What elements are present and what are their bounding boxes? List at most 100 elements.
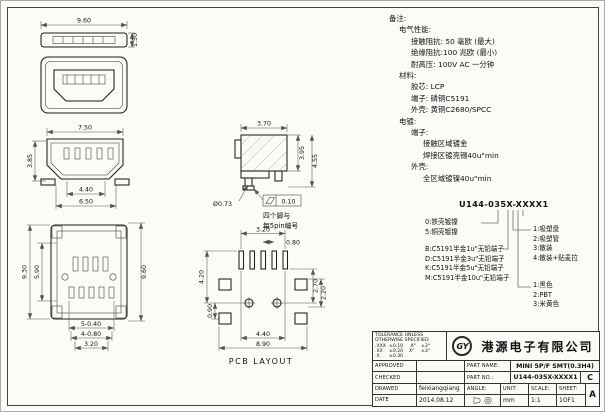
note-line: 外壳: 黄铜C2680/SPCC <box>411 105 492 115</box>
tolerance-title: OTHERWISE SPECIFIED <box>375 338 429 344</box>
note-line: 电气性能: <box>399 25 432 35</box>
top-strip-outline <box>40 32 128 48</box>
dim-label: 4-0.80 <box>81 331 101 338</box>
dim-label: 0.90 <box>207 304 214 318</box>
note-line: 全区域镀镍40u"min <box>423 173 492 183</box>
tree-option: 3:米黄色 <box>533 300 560 309</box>
revision-letter-bottom: A <box>585 382 599 406</box>
dimension-right-inner: 3.95 <box>288 134 306 172</box>
note-line: 端子: 磷铜C5191 <box>411 93 470 103</box>
tol-value: ±3° <box>421 343 431 349</box>
dimension-width: 9.60 <box>40 18 128 29</box>
dimension-left-inner: 0.90 <box>207 302 219 320</box>
sheet-label: SHEET: <box>559 385 578 392</box>
dimension-top-span: 3.20 <box>240 227 286 249</box>
tolerance-title: TOLERANCE UNLESS <box>375 333 424 338</box>
dimension-span: 3.20 <box>74 341 109 351</box>
dim-label: 3.20 <box>256 227 270 234</box>
tree-option: 2:PBT <box>533 290 552 299</box>
packing-options: 1:吸塑盘 2:吸塑管 3:散装 4:散装+贴麦拉 <box>533 225 578 263</box>
dimension-bottom-inner: 4.40 <box>66 181 106 197</box>
part-name-label: PART NAME: <box>465 361 511 372</box>
company-name: 港源电子有限公司 <box>481 339 594 354</box>
dim-label: 2.20 <box>321 286 328 300</box>
tree-option: 1:吸塑盘 <box>533 225 560 233</box>
sheet-value: 1OF1 <box>559 396 575 404</box>
approved-label: APPROVED <box>373 361 417 372</box>
dim-label: 6.50 <box>79 199 93 206</box>
tol-label: .XXX <box>375 343 386 349</box>
tol-value: ±3° <box>421 349 431 355</box>
tree-option: 0:铁壳镀镍 <box>425 218 458 226</box>
dimension-pins: 5-0.40 <box>68 301 115 331</box>
part-number-tree: U144-035X-XXXX1 0:铁壳镀镍 5:铜壳镀镍 B:C5191半金1… <box>425 199 597 329</box>
tol-label: X° <box>409 349 415 355</box>
dim-label: 4.20 <box>199 270 206 284</box>
note-line: 接触阻抗: 50 毫欧 (最大) <box>411 36 495 46</box>
sheet-frame <box>7 7 599 406</box>
tol-value: ±0.10 <box>389 343 404 349</box>
dim-label: 9.60 <box>141 265 148 279</box>
dim-label: 9.60 <box>77 18 91 25</box>
front-face-outline <box>40 56 128 114</box>
connector-bottom-view: 9.30 5.90 9.60 5-0.40 4-0.80 3.20 <box>22 222 148 351</box>
dim-label: 3.70 <box>257 121 271 128</box>
dim-label: 3.20 <box>84 341 98 348</box>
dim-label: 5-0.40 <box>81 321 101 328</box>
tree-option: 3:散装 <box>533 244 553 253</box>
front-outline <box>40 138 130 186</box>
dimension-right-lower: 2.20 <box>308 278 328 308</box>
dim-label: 1.50 <box>132 33 139 47</box>
approved-value <box>417 361 465 372</box>
dim-label: 3.85 <box>27 154 34 168</box>
tolerance-box: TOLERANCE UNLESS OTHERWISE SPECIFIED .XX… <box>373 332 447 360</box>
note-line: 备注: <box>389 14 407 23</box>
tree-option: 2:吸塑管 <box>533 234 560 243</box>
drawed-by: feixiangqiang <box>417 383 465 395</box>
notes-block: 备注: 电气性能: 接触阻抗: 50 毫欧 (最大) 绝缘阻抗:100 兆欧 (… <box>389 13 594 184</box>
scale-value: 1:1 <box>529 395 557 406</box>
revision-letter: C <box>587 373 593 383</box>
date-value: 2014.08.12 <box>417 395 465 406</box>
tol-label: .X <box>375 354 380 360</box>
pcb-layout-caption: PCB LAYOUT <box>228 357 294 366</box>
part-number-tree-lines <box>481 210 531 288</box>
dim-label: 4.40 <box>79 187 93 194</box>
connector-top-and-front-view: 9.60 1.50 <box>40 18 139 114</box>
dimension-height: 1.50 <box>128 32 139 48</box>
company-cell: GY 港源电子有限公司 <box>447 332 599 360</box>
terminal-options: B:C5191半金1u"无铅端子 D:C5191半金3u"无铅端子 K:C519… <box>425 245 509 283</box>
tol-label: .X° <box>409 343 416 349</box>
tree-option: D:C5191半金3u"无铅端子 <box>425 254 505 263</box>
note-line: 端子: <box>411 128 429 138</box>
company-logo: GY <box>452 336 473 356</box>
part-name-value: MINI 5P/F SMT(0.3H4) <box>516 362 594 370</box>
note-line: 外壳: <box>411 162 429 172</box>
flatness-callout: 0.10 <box>253 188 302 207</box>
note-line: 耐高压: 100V AC 一分钟 <box>411 59 495 69</box>
flatness-symbol <box>265 197 275 204</box>
shell-options: 0:铁壳镀镍 5:铜壳镀镍 <box>425 218 458 237</box>
dimension-left-outer: 9.30 <box>22 224 50 320</box>
flatness-value: 0.10 <box>281 198 295 205</box>
note-line: 材料: <box>399 71 417 81</box>
logo-text: GY <box>456 341 469 351</box>
dimension-bottom-inner: 4.40 <box>240 271 286 341</box>
note-line: 绝缘阻抗:100 兆欧 (最小) <box>411 48 498 58</box>
dimension-right: 9.60 <box>128 222 148 322</box>
dim-label: 4.40 <box>256 331 270 338</box>
connector-side-section-view: 3.70 3.95 4.55 Ø0.73 <box>213 121 319 231</box>
dim-label: 3.95 <box>299 146 306 160</box>
dim-label: 7.50 <box>78 125 92 132</box>
dim-label: 8.90 <box>256 341 270 348</box>
tree-option: K:C5191半金5u"无铅端子 <box>425 264 504 273</box>
note-line: 焊接区镀亮锡40u"min <box>423 150 499 160</box>
dimension-left-inner: 5.90 <box>34 242 57 302</box>
angle-label: ANGLE: <box>465 383 501 395</box>
drawed-label: DRAWED <box>373 383 417 395</box>
dimension-slots: 4-0.80 <box>70 331 113 341</box>
tree-option: M:C5191半金10u"无铅端子 <box>425 273 510 282</box>
tree-option: 5:铜壳镀镍 <box>425 227 458 236</box>
tol-value: ±0.30 <box>389 354 404 360</box>
